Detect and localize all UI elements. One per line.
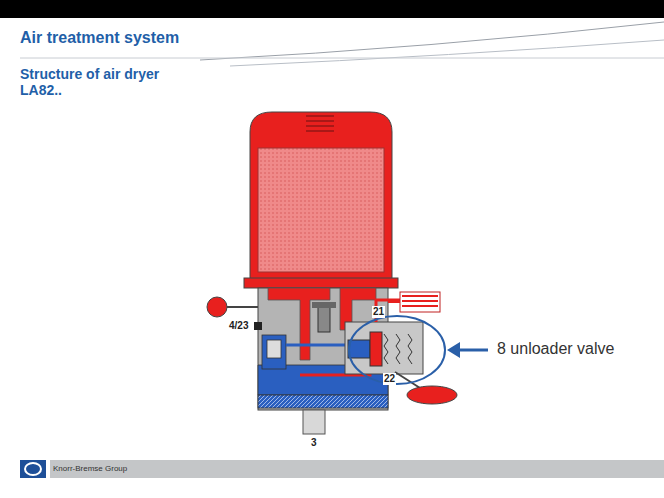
port-22 bbox=[407, 386, 457, 404]
leader-line bbox=[458, 349, 488, 352]
port-number: 21 bbox=[372, 306, 385, 318]
check-valve bbox=[312, 302, 336, 308]
company-logo bbox=[20, 460, 46, 478]
unloader-seal bbox=[370, 332, 382, 366]
port-4-23 bbox=[207, 297, 227, 317]
exhaust-port bbox=[303, 410, 325, 434]
port-fitting bbox=[254, 322, 262, 330]
port-number: 22 bbox=[383, 373, 396, 385]
port-number: 4/23 bbox=[228, 320, 249, 332]
desiccant-bed bbox=[258, 148, 384, 272]
header-bar bbox=[0, 0, 664, 18]
part-callout: 8 unloader valve bbox=[497, 340, 614, 358]
air-channel bbox=[268, 288, 330, 360]
slide-subtitle: Structure of air dryer LA82.. bbox=[20, 66, 200, 98]
company-logo bbox=[25, 463, 41, 475]
slide-title: Air treatment system bbox=[20, 29, 179, 47]
decor-curve bbox=[200, 22, 664, 60]
leader-arrowhead bbox=[447, 342, 460, 358]
decor-line bbox=[20, 58, 664, 59]
check-valve bbox=[318, 306, 330, 332]
decor-curve bbox=[230, 40, 664, 66]
unloader-valve-body bbox=[345, 322, 423, 374]
port-21-connector bbox=[388, 292, 440, 312]
cartridge-flange bbox=[244, 278, 398, 288]
footer-bar bbox=[50, 460, 664, 478]
footer-text: Knorr-Bremse Group bbox=[53, 464, 127, 473]
silencer bbox=[258, 395, 388, 408]
desiccant-cartridge bbox=[250, 112, 392, 282]
port-pipe bbox=[227, 306, 258, 308]
dryer-housing bbox=[258, 288, 388, 410]
governor-piston bbox=[262, 335, 286, 369]
valve-spring bbox=[384, 334, 412, 364]
cartridge-spring bbox=[306, 116, 334, 131]
governor-piston bbox=[267, 340, 281, 358]
port-pipe bbox=[395, 372, 420, 388]
control-line bbox=[286, 344, 350, 347]
port-number: 3 bbox=[311, 437, 317, 449]
unloader-piston bbox=[348, 340, 370, 358]
highlight-ellipse bbox=[349, 316, 445, 384]
